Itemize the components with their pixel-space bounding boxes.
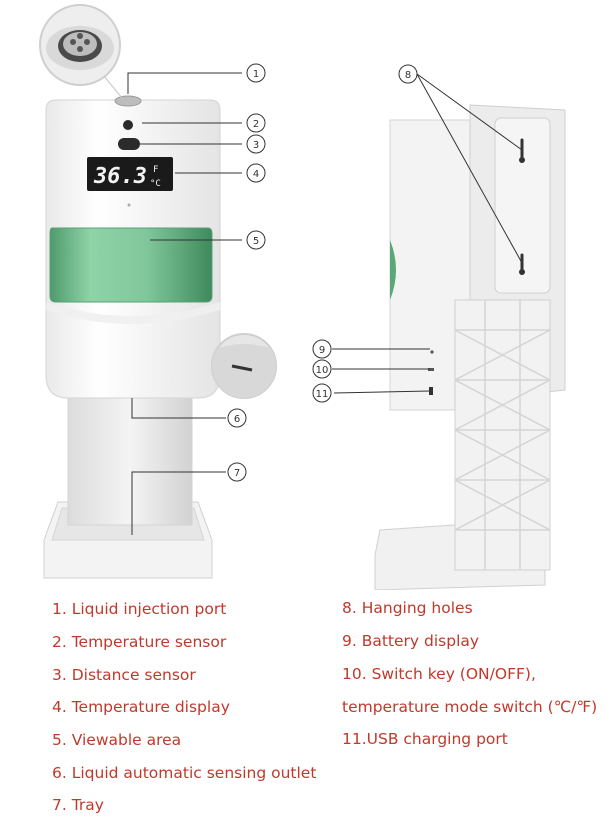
legend-item-9: 9. Battery display (342, 632, 480, 650)
lattice-stand (454, 299, 551, 571)
callout-number-3: 3 (253, 140, 259, 151)
callout-number-2: 2 (253, 119, 259, 130)
callout-5 (246, 230, 266, 250)
legend-item-11: 11.USB charging port (342, 730, 508, 748)
stand-column (67, 379, 193, 526)
callout-number-8: 8 (405, 70, 411, 81)
callout-3 (246, 134, 266, 154)
legend-item-6: 6. Liquid automatic sensing outlet (52, 764, 317, 782)
callout-1 (246, 63, 266, 83)
callout-number-5: 5 (253, 236, 259, 247)
display-unit-f: F (153, 165, 158, 175)
display-unit-c: °C (150, 179, 161, 189)
legend-item-10: 10. Switch key (ON/OFF), (342, 665, 536, 683)
back-view-device (374, 104, 566, 590)
temperature-display (87, 157, 173, 191)
legend-item-2: 2. Temperature sensor (52, 633, 227, 651)
usb-charging-port (429, 387, 433, 395)
callout-7 (227, 462, 247, 482)
temperature-sensor (123, 120, 133, 130)
legend-item-7: 7. Tray (52, 796, 104, 814)
callout-lines (127, 72, 523, 535)
callout-number-4: 4 (253, 169, 259, 180)
callout-11 (312, 383, 332, 403)
callout-10 (312, 359, 332, 379)
legend-item-8: 8. Hanging holes (342, 599, 473, 617)
callout-number-9: 9 (319, 345, 325, 356)
injection-port-closeup (39, 4, 123, 99)
callout-4 (246, 163, 266, 183)
product-diagram: 36.3 F °C (39, 4, 566, 590)
front-view-device: 36.3 F °C (43, 95, 221, 579)
display-temperature-value: 36.3 (93, 164, 147, 189)
legend-item-4: 4. Temperature display (52, 698, 230, 716)
liquid-outlet-closeup (211, 333, 277, 399)
legend-item-1: 1. Liquid injection port (52, 600, 227, 618)
callout-number-10: 10 (316, 365, 329, 376)
liquid-injection-port (114, 95, 142, 107)
legend-item-3: 3. Distance sensor (52, 666, 196, 684)
viewable-area (49, 227, 213, 303)
callout-markers (227, 63, 418, 482)
legend-item-10-continued: temperature mode switch (℃/℉) (342, 698, 598, 716)
callout-2 (246, 113, 266, 133)
callout-number-11: 11 (316, 389, 329, 400)
callout-number-7: 7 (234, 468, 240, 479)
legend-item-5: 5. Viewable area (52, 731, 182, 749)
callout-number-6: 6 (234, 414, 240, 425)
callout-8 (398, 64, 418, 84)
callout-9 (312, 339, 332, 359)
distance-sensor (118, 138, 140, 150)
callout-number-1: 1 (253, 69, 259, 80)
battery-display (430, 350, 434, 354)
switch-key (428, 368, 434, 371)
callout-6 (227, 408, 247, 428)
callout-numbers: 1 2 3 4 5 6 7 8 9 10 11 (234, 69, 411, 479)
